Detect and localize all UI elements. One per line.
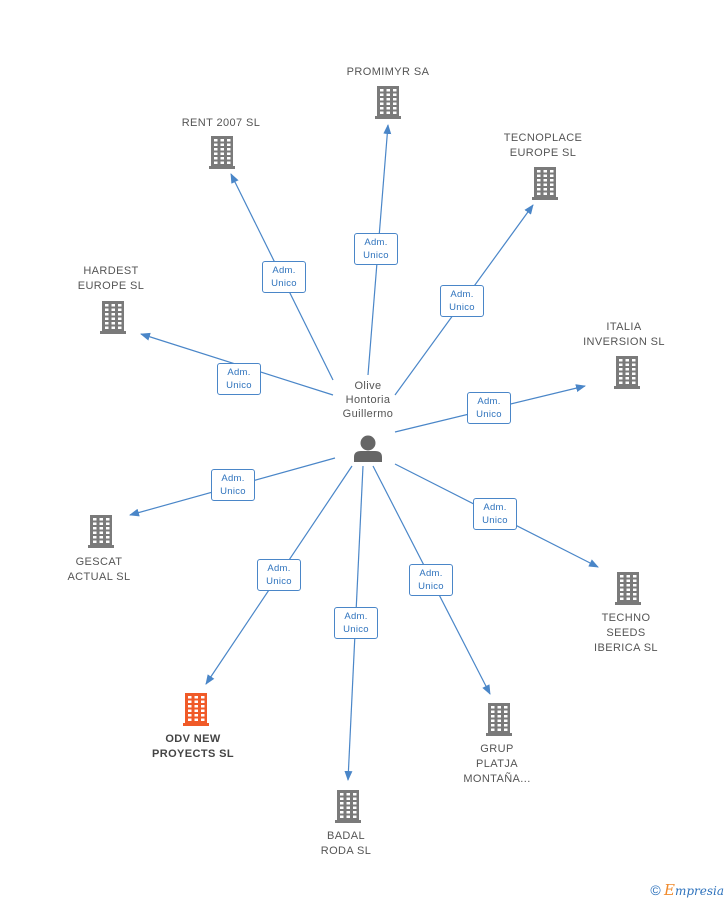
building-icon-grup[interactable] [486, 703, 512, 736]
company-label-grup[interactable]: GRUP PLATJA MONTAÑA... [447, 742, 547, 787]
relation-badge-promimyr[interactable]: Adm. Unico [354, 233, 398, 265]
relation-badge-italia[interactable]: Adm. Unico [467, 392, 511, 424]
relation-badge-rent2007[interactable]: Adm. Unico [262, 261, 306, 293]
company-label-badal[interactable]: BADAL RODA SL [296, 829, 396, 859]
company-label-line: ODV NEW [165, 733, 221, 745]
building-icon-rent2007[interactable] [209, 136, 235, 169]
company-label-hardest[interactable]: HARDEST EUROPE SL [61, 264, 161, 294]
relation-badge-badal[interactable]: Adm. Unico [334, 607, 378, 639]
relation-badge-hardest[interactable]: Adm. Unico [217, 363, 261, 395]
relation-role: Adm. [483, 502, 507, 513]
person-icon[interactable] [354, 435, 382, 463]
company-label-line: BADAL [326, 830, 366, 842]
company-label-line: GESCAT [75, 556, 123, 568]
relation-role: Adm. [364, 237, 388, 248]
company-label-line: INVERSION SL [583, 336, 665, 348]
relation-type: Unico [482, 515, 508, 526]
company-label-techno[interactable]: TECHNO SEEDS IBERICA SL [576, 611, 676, 656]
company-label-tecnoplace[interactable]: TECNOPLACE EUROPE SL [488, 131, 598, 161]
relation-role: Adm. [221, 473, 245, 484]
company-label-promimyr[interactable]: PROMIMYR SA [333, 65, 443, 80]
company-label-rent2007[interactable]: RENT 2007 SL [166, 116, 276, 131]
relation-badge-gescat[interactable]: Adm. Unico [211, 469, 255, 501]
building-icon-promimyr[interactable] [375, 86, 401, 119]
company-label-line: MONTAÑA... [463, 773, 531, 785]
company-label-line: EUROPE SL [77, 280, 145, 292]
relation-type: Unico [449, 302, 475, 313]
relation-role: Adm. [267, 563, 291, 574]
building-icon-odv[interactable] [183, 693, 209, 726]
relation-type: Unico [220, 486, 246, 497]
company-label-line: ITALIA [606, 321, 642, 333]
company-label-gescat[interactable]: GESCAT ACTUAL SL [49, 555, 149, 585]
relation-type: Unico [476, 409, 502, 420]
building-icon-gescat[interactable] [88, 515, 114, 548]
relation-type: Unico [343, 624, 369, 635]
relation-role: Adm. [344, 611, 368, 622]
relation-type: Unico [363, 250, 389, 261]
relation-type: Unico [418, 581, 444, 592]
company-label-line: EUROPE SL [509, 147, 577, 159]
company-label-line: TECNOPLACE [503, 132, 583, 144]
company-label-line: SEEDS [606, 627, 646, 639]
company-label-odv[interactable]: ODV NEW PROYECTS SL [133, 732, 253, 762]
relation-role: Adm. [477, 396, 501, 407]
building-icon-tecnoplace[interactable] [532, 167, 558, 200]
company-label-italia[interactable]: ITALIA INVERSION SL [569, 320, 679, 350]
empresia-logo: © Empresia [650, 881, 724, 899]
company-label-line: RODA SL [320, 845, 372, 857]
company-label-line: ACTUAL SL [67, 571, 131, 583]
relation-badge-grup[interactable]: Adm. Unico [409, 564, 453, 596]
relation-role: Adm. [450, 289, 474, 300]
company-label-line: IBERICA SL [594, 642, 658, 654]
company-label-line: GRUP [480, 743, 514, 755]
relation-type: Unico [271, 278, 297, 289]
relation-role: Adm. [272, 265, 296, 276]
relation-badge-tecnoplace[interactable]: Adm. Unico [440, 285, 484, 317]
company-label-line: HARDEST [83, 265, 139, 277]
person-name[interactable]: Olive Hontoria Guillermo [342, 380, 394, 420]
relation-badge-techno[interactable]: Adm. Unico [473, 498, 517, 530]
company-label-line: PROMIMYR SA [346, 66, 430, 78]
company-label-line: PROYECTS SL [151, 748, 235, 760]
building-icon-badal[interactable] [335, 790, 361, 823]
relation-role: Adm. [227, 367, 251, 378]
relation-type: Unico [266, 576, 292, 587]
company-label-line: TECHNO [601, 612, 651, 624]
relation-badge-odv[interactable]: Adm. Unico [257, 559, 301, 591]
building-icon-italia[interactable] [614, 356, 640, 389]
relation-type: Unico [226, 380, 252, 391]
building-icon-techno[interactable] [615, 572, 641, 605]
relation-role: Adm. [419, 568, 443, 579]
company-label-line: PLATJA [476, 758, 518, 770]
company-label-line: RENT 2007 SL [181, 117, 261, 129]
building-icon-hardest[interactable] [100, 301, 126, 334]
